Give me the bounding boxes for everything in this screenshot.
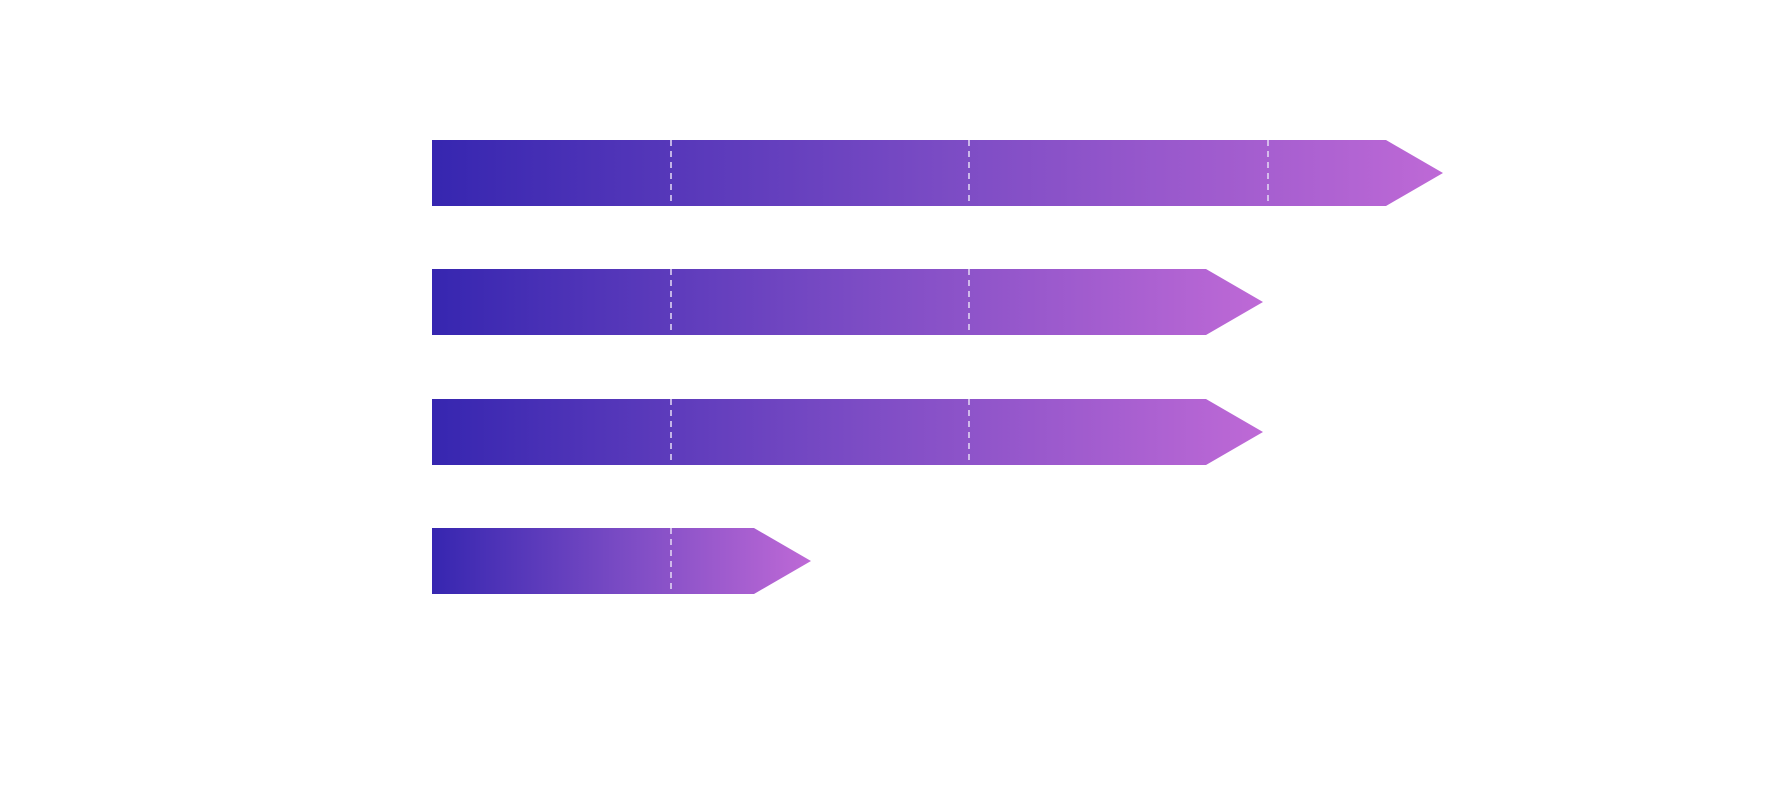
segmented-arrow — [432, 269, 1263, 335]
arrow-shape — [432, 140, 1443, 206]
arrow-shape — [432, 269, 1263, 335]
segmented-arrow — [432, 399, 1263, 465]
segmented-arrow — [432, 140, 1443, 206]
segmented-arrow — [432, 528, 811, 594]
arrow-shape — [432, 528, 811, 594]
arrow-shape — [432, 399, 1263, 465]
arrows-group — [432, 140, 1443, 594]
